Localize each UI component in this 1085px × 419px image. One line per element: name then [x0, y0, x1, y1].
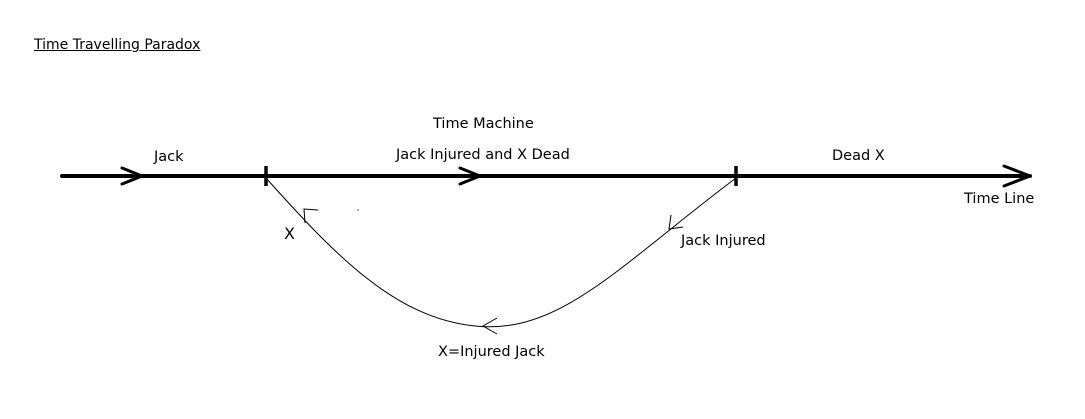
direction-arrowhead-jack [120, 166, 144, 186]
label-time-machine: Time Machine [433, 116, 534, 132]
time-line-end-arrowhead [1002, 164, 1032, 188]
loop-arrowhead-bottom [481, 317, 498, 335]
loop-arrowhead-right [668, 214, 684, 230]
label-jack-injured-and-x-dead: Jack Injured and X Dead [396, 147, 570, 163]
direction-arrowhead-middle [458, 166, 482, 186]
stray-dot [357, 209, 359, 211]
label-dead-x: Dead X [832, 148, 885, 164]
label-x-equals-injured-jack: X=Injured Jack [438, 344, 545, 360]
diagram-title: Time Travelling Paradox [34, 37, 201, 53]
loop-arrowhead-left [303, 208, 319, 224]
time-travel-loop [265, 177, 737, 328]
label-time-line: Time Line [964, 191, 1035, 207]
label-x: X [284, 224, 295, 243]
label-jack-injured: Jack Injured [681, 233, 766, 249]
label-jack: Jack [154, 149, 184, 165]
